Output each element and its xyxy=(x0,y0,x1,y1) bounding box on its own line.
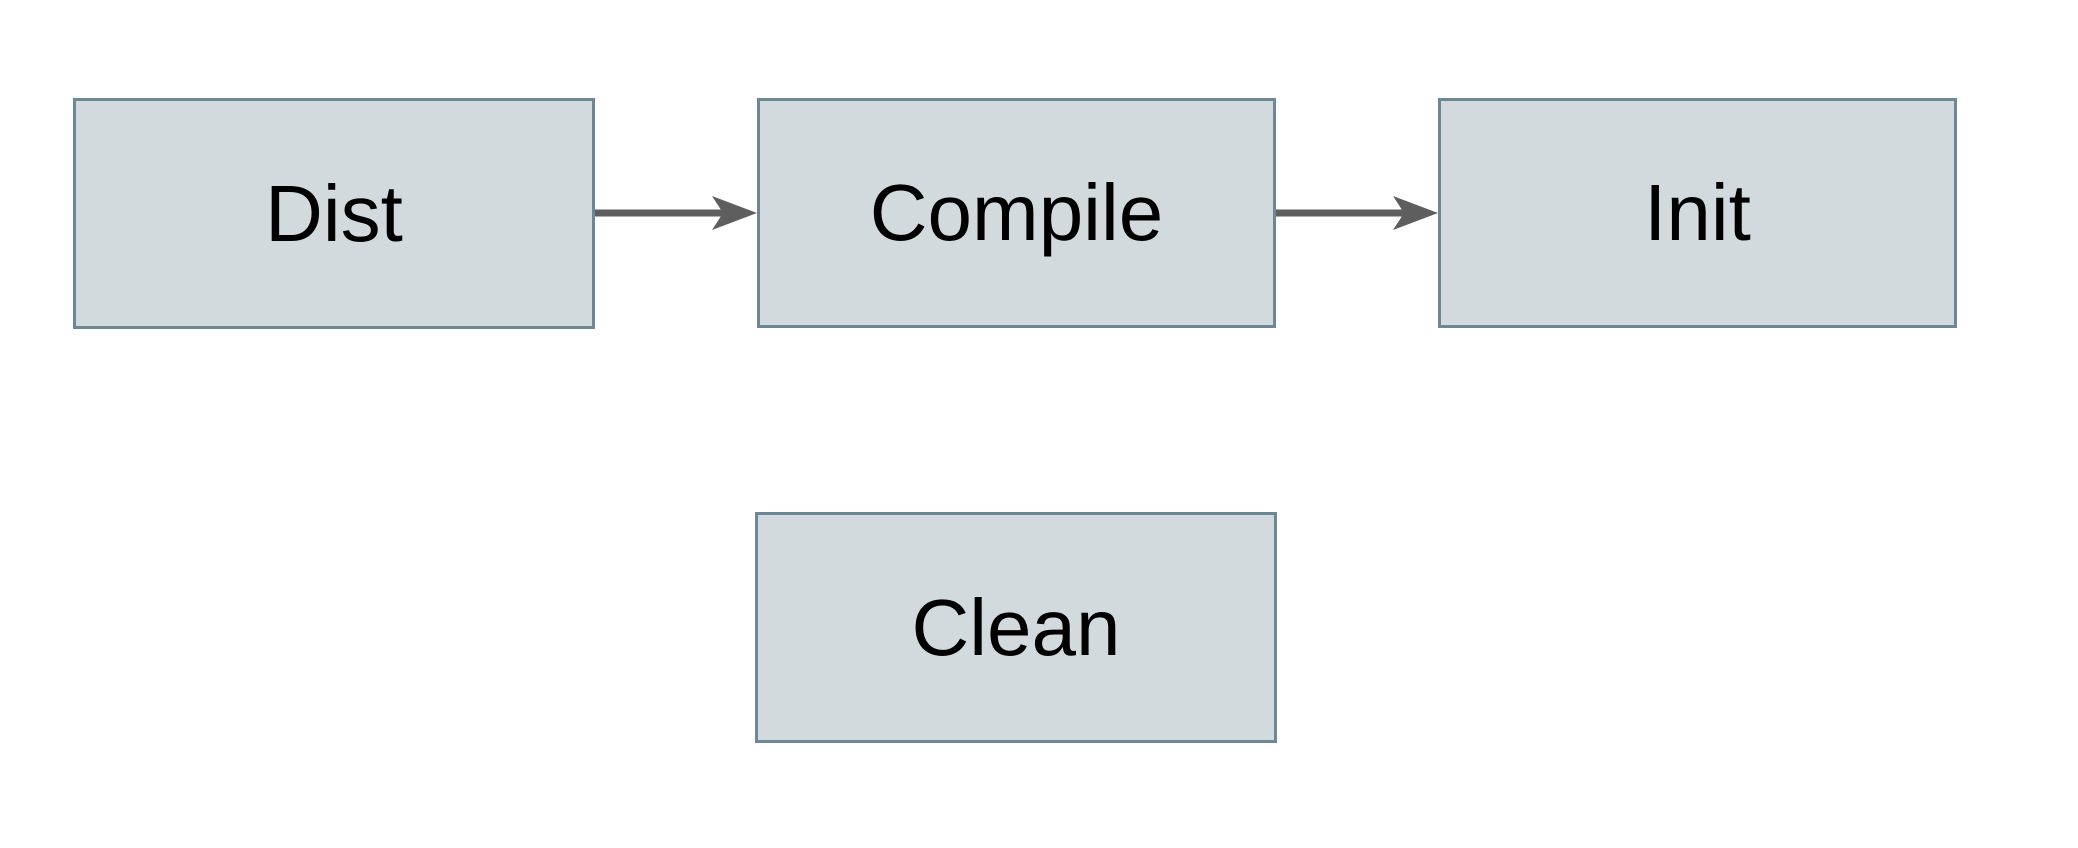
arrow-dist-to-compile xyxy=(595,196,757,230)
node-compile: Compile xyxy=(757,98,1276,328)
arrowhead-icon xyxy=(712,196,757,230)
node-compile-label: Compile xyxy=(869,168,1164,257)
node-clean-label: Clean xyxy=(911,582,1121,672)
node-init-label: Init xyxy=(1644,168,1751,257)
node-clean: Clean xyxy=(755,512,1277,743)
node-init: Init xyxy=(1438,98,1957,328)
node-dist: Dist xyxy=(73,98,595,329)
arrow-compile-to-init xyxy=(1276,196,1438,230)
node-dist-label: Dist xyxy=(265,168,403,258)
arrowhead-icon xyxy=(1393,196,1438,230)
